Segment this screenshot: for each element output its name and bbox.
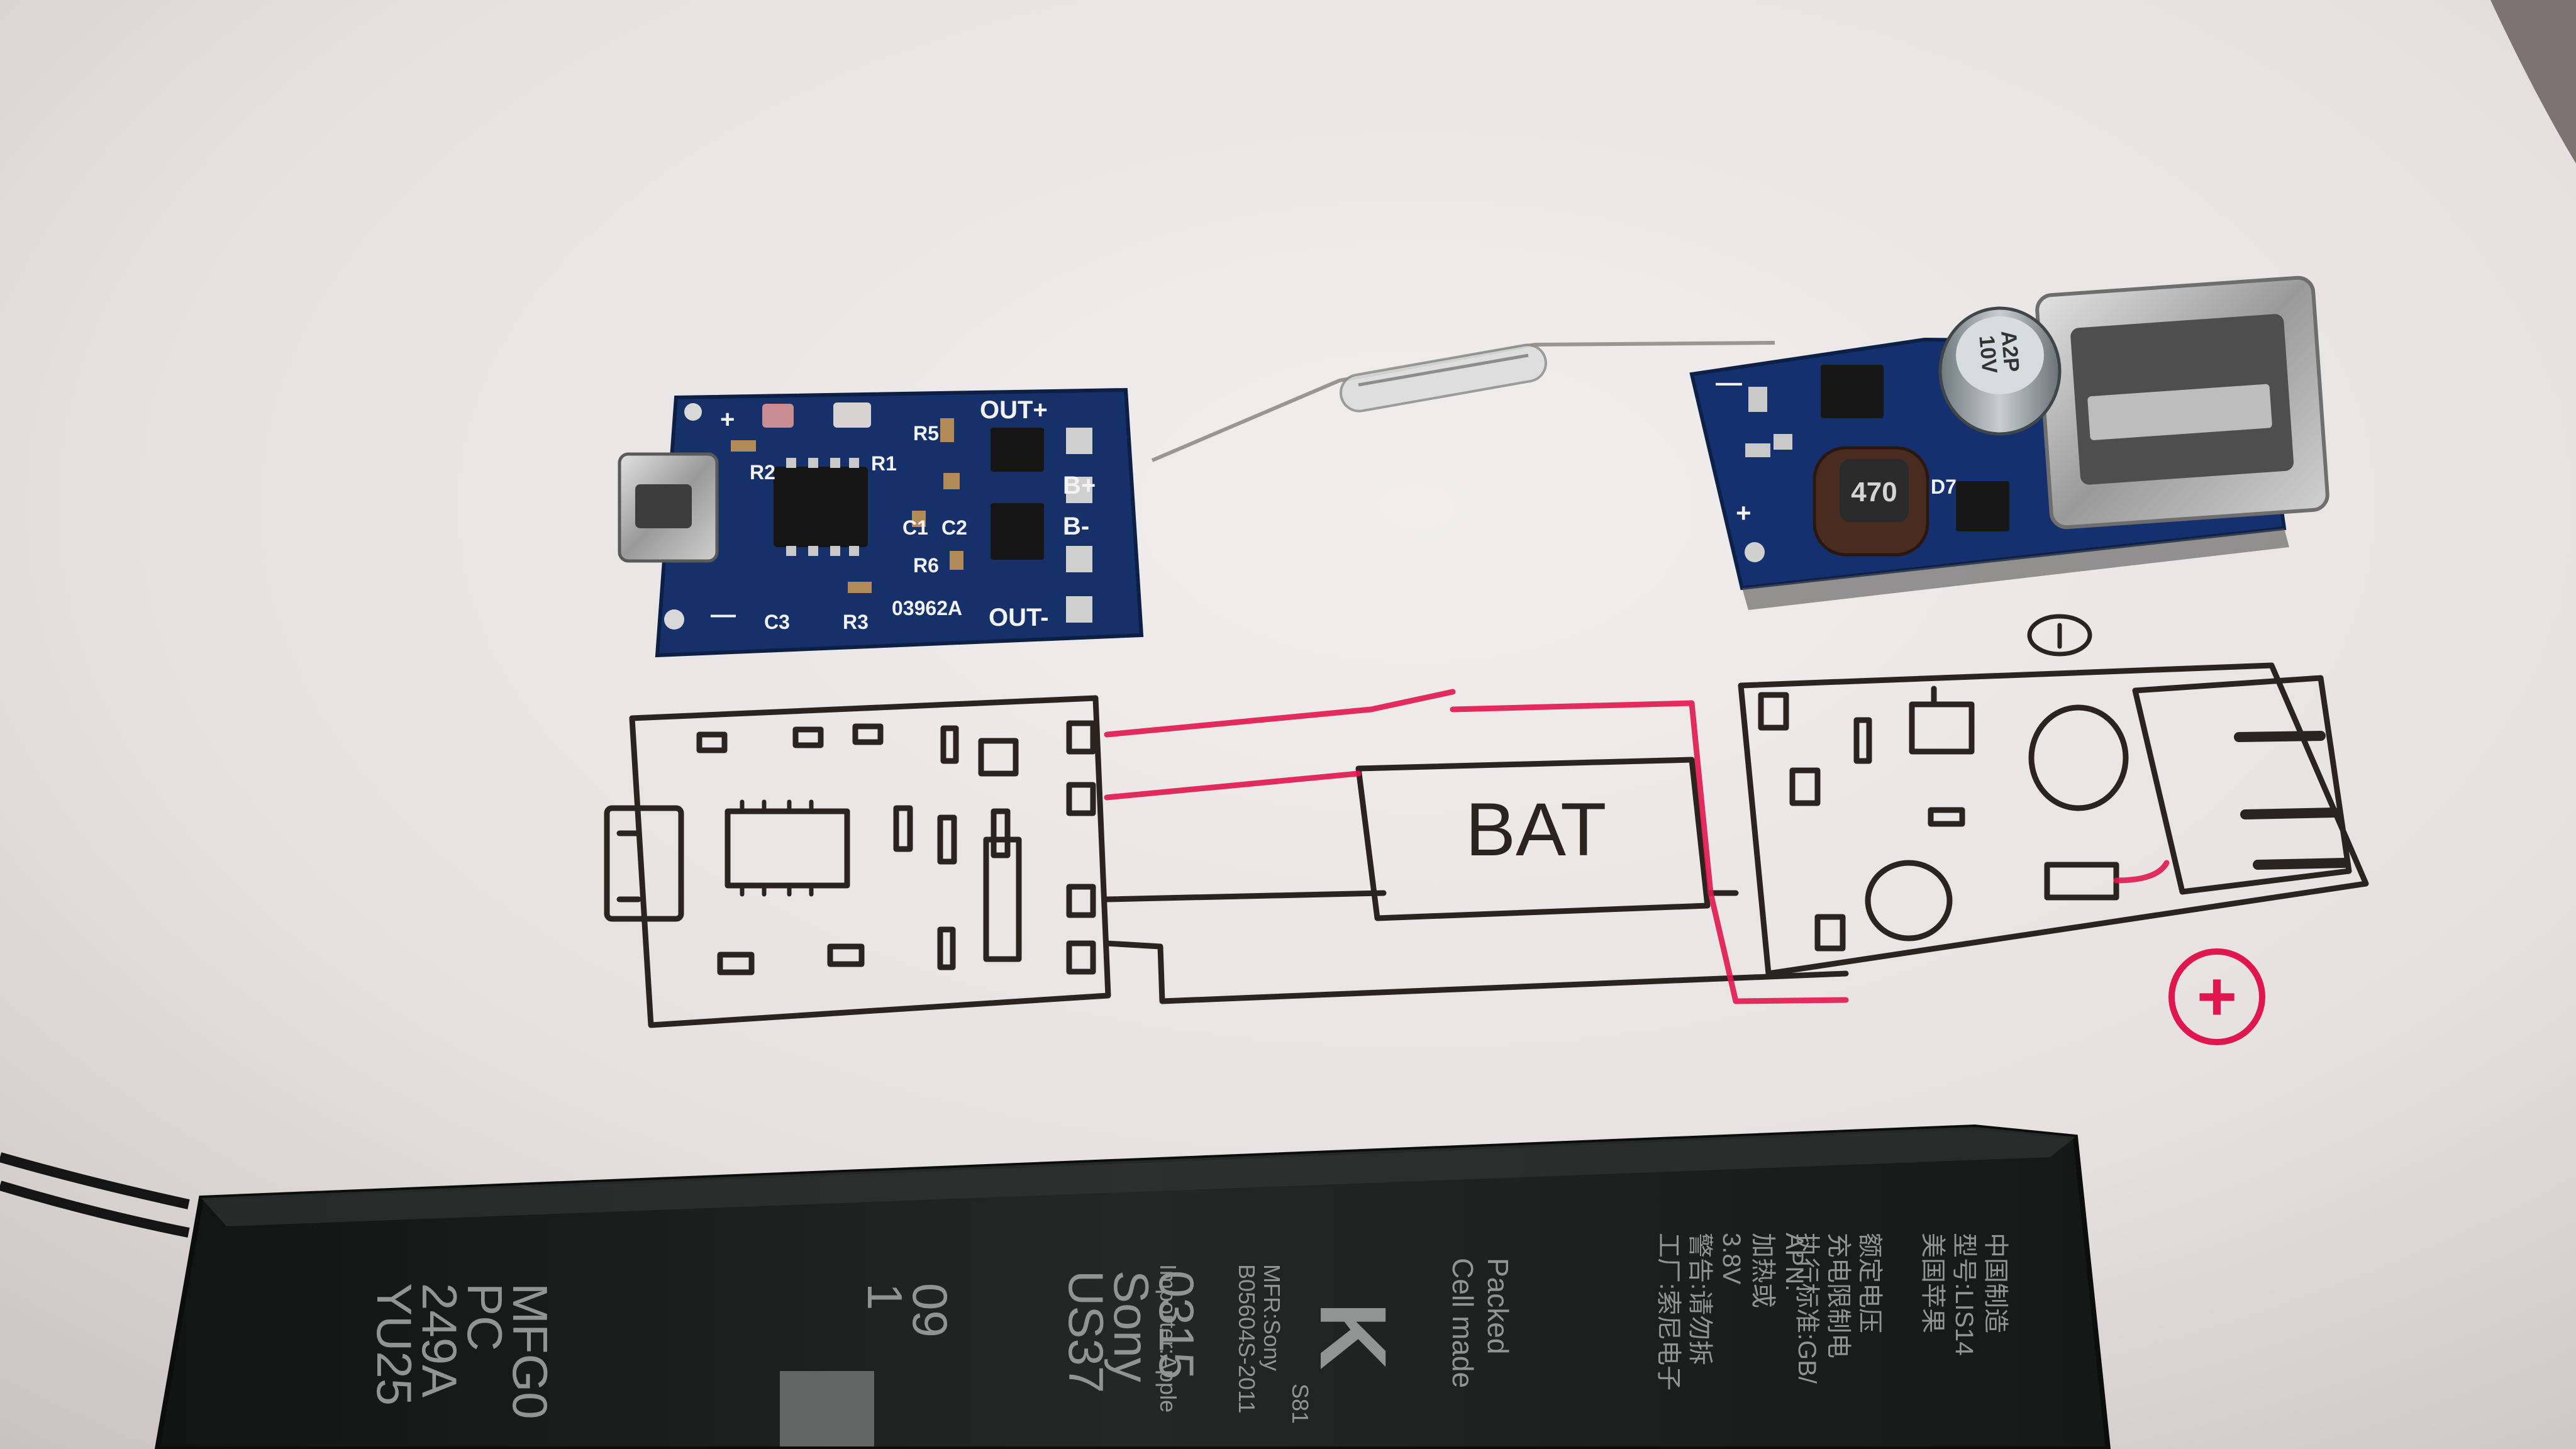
bat-col8-1: 充电限制电 [1824, 1233, 1852, 1358]
bat-col8-2: 额定电压 [1856, 1233, 1884, 1333]
silk-minus: — [711, 601, 736, 628]
sketch-charger-outline [629, 695, 1111, 1028]
silk-r6: R6 [913, 554, 939, 577]
bat-col1-3: MFG0 [502, 1283, 558, 1419]
sketch-booster-outline [1738, 662, 2369, 977]
kc-cert-mark: K S81 [1287, 1302, 1406, 1424]
booster-board: A2P 10V 470 — + D7 [1689, 275, 2329, 610]
bat-col3-2: 0315 [1149, 1270, 1204, 1380]
bat-col3-0: US37 [1058, 1270, 1114, 1393]
bat-col8-0: 执行标准:GB/ [1793, 1233, 1821, 1384]
booster-silk-plus: + [1736, 498, 1752, 528]
silk-code: 03962A [892, 597, 962, 619]
svg-text:+: + [2197, 958, 2237, 1035]
bat-col9-0: 美国苹果 [1919, 1233, 1946, 1333]
dark-corner [2490, 0, 2576, 164]
bat-col2-1: 09 [902, 1283, 958, 1338]
bat-col5-0: B05604S-2011 [1234, 1264, 1260, 1414]
charger-ic [774, 467, 868, 547]
silk-out-minus: OUT- [989, 604, 1049, 631]
battery-barcode [780, 1371, 874, 1446]
phone-battery: YU25 249A PC MFG0 1 09 US37 Sony 0315 Im… [0, 1124, 2111, 1449]
bat-col5-1: MFR:Sony [1259, 1264, 1285, 1371]
silk-r1: R1 [871, 452, 897, 475]
pad-b-minus [1066, 546, 1092, 572]
silk-c3: C3 [764, 611, 790, 633]
sketch-battery-label: BAT [1465, 787, 1606, 872]
bat-col9-1: 型号:LIS14 [1950, 1233, 1978, 1356]
cap-line2: 10V [1974, 335, 2001, 375]
silk-b-plus: B+ [1063, 472, 1096, 499]
bat-col6-0: Cell made [1446, 1258, 1479, 1388]
reed-switch [1151, 341, 1775, 462]
sketch-battery-outline [1355, 757, 1711, 921]
bat-col7-4: APN: [1780, 1233, 1808, 1291]
pad-out-minus [1066, 596, 1092, 623]
bat-col4-0: Importer:Apple [1155, 1264, 1181, 1413]
pad-b-plus [1066, 477, 1092, 503]
silk-r2: R2 [750, 461, 775, 484]
bat-col1-1: 249A [412, 1283, 467, 1397]
bat-col2-0: 1 [857, 1283, 913, 1310]
pad-out-plus [1066, 428, 1092, 454]
silk-b-minus: B- [1063, 513, 1089, 540]
silk-out-plus: OUT+ [980, 396, 1048, 424]
sketch-red-wires [1104, 689, 2170, 1004]
cap-line1: A2P [1996, 330, 2024, 373]
svg-text:S81: S81 [1287, 1384, 1313, 1424]
inductor-value: 470 [1851, 477, 1897, 508]
silk-c1: C1 [902, 516, 928, 539]
bat-col7-2: 3.8V [1718, 1233, 1745, 1285]
svg-text:K: K [1301, 1302, 1406, 1370]
silk-r3: R3 [843, 611, 869, 633]
bat-col9-2: 中国制造 [1982, 1233, 2009, 1333]
bat-col6-1: Packed [1482, 1258, 1514, 1354]
bat-col7-0: 工厂:索尼电子 [1655, 1233, 1682, 1391]
silk-c2: C2 [941, 516, 967, 539]
silk-plus: + [720, 406, 735, 433]
wiring-sketch [604, 614, 2369, 1028]
bat-col1-0: YU25 [367, 1283, 422, 1406]
booster-silk-minus: — [1716, 367, 1742, 397]
silk-r5: R5 [913, 422, 939, 445]
circled-plus-mark: + [2168, 948, 2265, 1045]
bat-col1-2: PC [457, 1283, 513, 1351]
booster-silk-d7: D7 [1931, 475, 1957, 498]
bat-col7-1: 警告:请勿拆 [1686, 1233, 1714, 1365]
bat-col7-3: 加热或 [1749, 1233, 1777, 1308]
bat-col3-1: Sony [1104, 1270, 1159, 1382]
charger-board: OUT+ B+ B- OUT- + — R2 R1 R5 C1 C2 R6 C3… [618, 387, 1144, 658]
